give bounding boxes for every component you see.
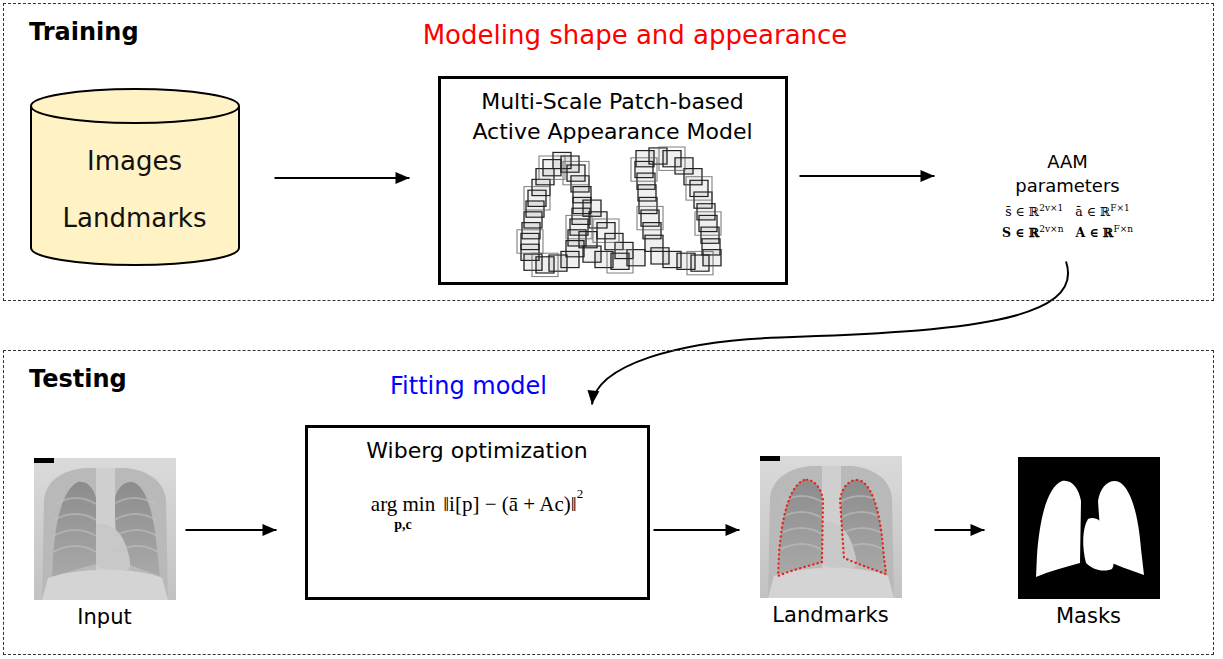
arrowhead	[921, 170, 935, 182]
process-box: Multi-Scale Patch-based Active Appearanc…	[438, 76, 788, 285]
cylinder-text: Images	[87, 146, 182, 176]
arrowhead	[726, 524, 740, 536]
annotation-label: Fitting model	[390, 372, 547, 400]
math-superscript: 2v×1	[1039, 203, 1063, 213]
patch-model-illustration	[517, 147, 721, 277]
xray-input-image	[34, 458, 176, 600]
process-box: Wiberg optimization arg minp,c ‖i[p] − (ā …	[305, 425, 650, 600]
arrowhead	[971, 524, 985, 536]
arrowhead	[396, 172, 410, 184]
database-cylinder	[30, 88, 240, 266]
math-symbol: ā ∈ ℝ	[1075, 204, 1110, 219]
arrow-connector	[186, 524, 277, 536]
image-caption: Masks	[1018, 603, 1160, 629]
box-text: Wiberg optimization	[366, 436, 587, 466]
formula-operator: arg min	[371, 492, 435, 517]
image-caption: Input	[34, 604, 176, 630]
formula-expression: ‖i[p] − (ā + Ac)‖	[443, 492, 576, 517]
label-holder: Modeling shape and appearance	[423, 20, 848, 50]
lung-mask-image	[1018, 457, 1160, 599]
arrow-connector	[935, 524, 985, 536]
arrowhead	[263, 524, 277, 536]
math-symbol: S ∈ ℝ	[1002, 225, 1039, 240]
math-symbol: A ∈ ℝ	[1075, 225, 1113, 240]
formula: arg minp,c‖i[p] − (ā + Ac)‖2	[371, 492, 583, 533]
connector-line	[800, 175, 935, 177]
cylinder-text: Landmarks	[63, 203, 207, 233]
params-heading: AAM parameters	[1008, 150, 1128, 198]
math-superscript: 2v×n	[1039, 224, 1063, 234]
formula-subscript: p,c	[394, 517, 412, 533]
panel-title: Training	[29, 18, 139, 46]
math-superscript: F×n	[1113, 224, 1133, 234]
xray-landmarks-image	[760, 456, 902, 598]
parameter-block: AAM parameters s̄ ∈ ℝ2v×1 ā ∈ ℝF×1 S ∈ ℝ2v×…	[968, 150, 1168, 250]
arrowhead	[587, 390, 599, 405]
image-node: Input	[34, 458, 176, 632]
dashed-panel: TestingInput Wiberg optimization arg minp,…	[3, 350, 1214, 655]
image-node: Masks	[1018, 457, 1160, 631]
formula-superscript: 2	[577, 486, 584, 502]
connector-line	[275, 177, 410, 179]
image-caption: Landmarks	[760, 602, 902, 628]
math-row: s̄ ∈ ℝ2v×1 ā ∈ ℝF×1	[1005, 204, 1130, 219]
arrow-connector	[275, 172, 410, 184]
database-cylinder-node: ImagesLandmarks	[30, 88, 240, 266]
label-holder: Fitting model	[390, 372, 547, 400]
image-node: Landmarks	[760, 456, 902, 630]
arrow-connector	[800, 170, 935, 182]
box-text: Multi-Scale Patch-based Active Appearanc…	[448, 87, 778, 147]
argmin-column: arg minp,c	[371, 492, 435, 533]
panel-title: Testing	[29, 365, 127, 393]
arrow-connector	[654, 524, 740, 536]
math-symbol: s̄ ∈ ℝ	[1005, 204, 1039, 219]
math-superscript: F×1	[1110, 203, 1130, 213]
annotation-label: Modeling shape and appearance	[423, 20, 848, 50]
math-row: S ∈ ℝ2v×n A ∈ ℝF×n	[1002, 225, 1133, 240]
